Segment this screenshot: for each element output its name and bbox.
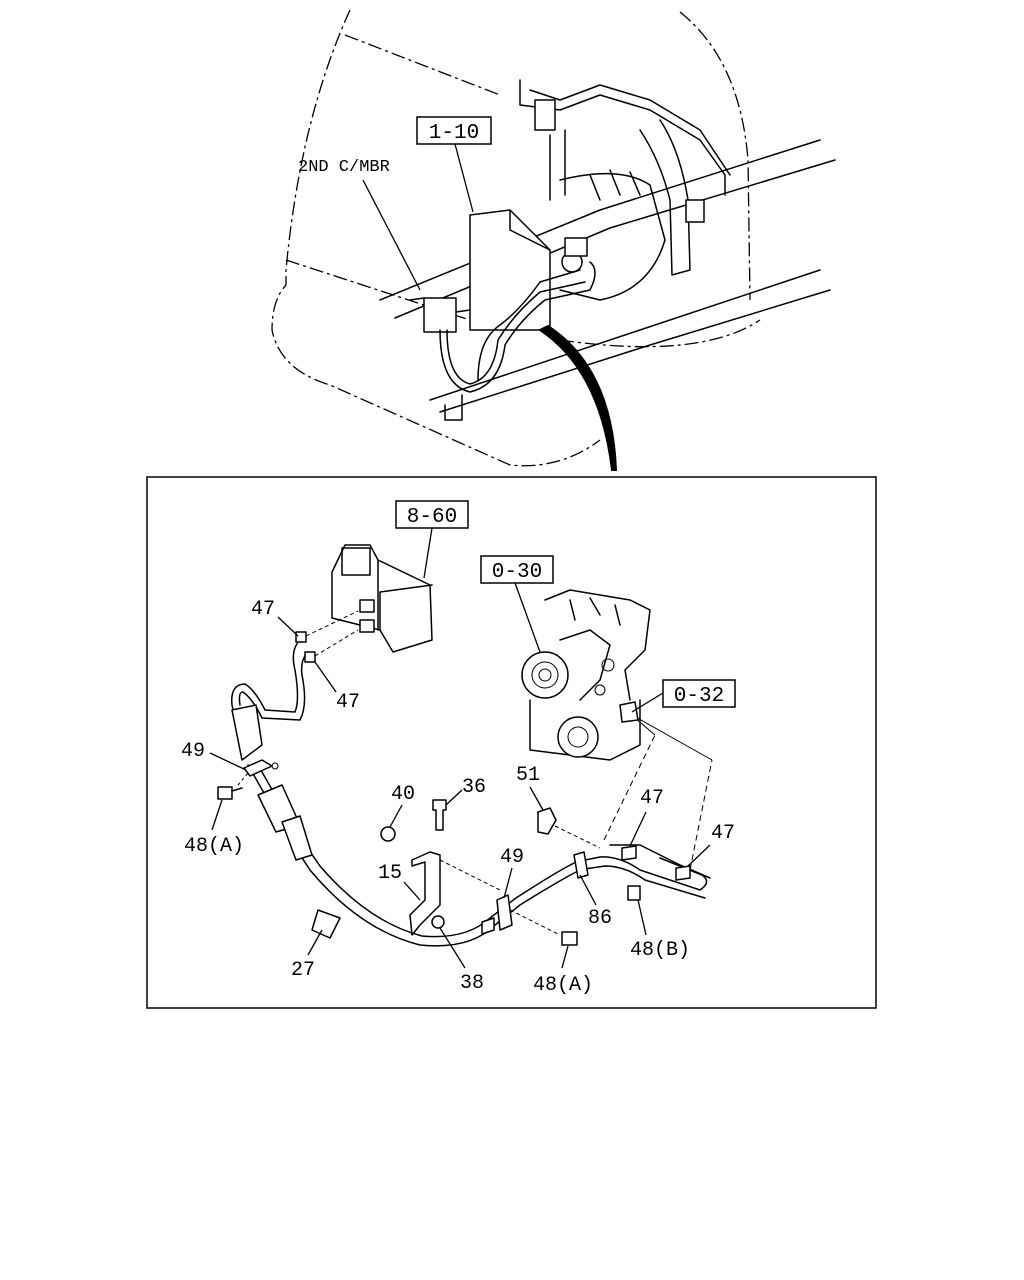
vehicle-overview [271,9,836,471]
ref-box-8-60: 8-60 [395,500,469,579]
callout-86: 86 [588,907,612,930]
detail-drawing [217,544,713,947]
ref-box-0-32: 0-32 [631,679,736,713]
engine-block [521,589,651,761]
callout-38: 38 [460,972,484,995]
callout-49-center: 49 [500,846,524,869]
callout-27: 27 [291,959,315,982]
callout-36: 36 [462,776,486,799]
ref-label-0-32: 0-32 [674,685,724,708]
ref-label-1-10: 1-10 [429,122,479,145]
callout-48a-center: 48(A) [533,974,593,997]
callout-48b: 48(B) [630,939,690,962]
callout-47-upper: 47 [251,598,275,621]
callout-47-lower: 47 [336,691,360,714]
ref-label-0-30: 0-30 [492,561,542,584]
callout-47-right-b: 47 [711,822,735,845]
callout-49-left: 49 [181,740,205,763]
callout-40: 40 [391,783,415,806]
callouts: 47 47 49 48(A) 40 36 51 47 47 15 49 86 4… [181,598,735,997]
ref-box-1-10: 1-10 [416,116,492,145]
callout-15: 15 [378,862,402,885]
ref-label-8-60: 8-60 [407,506,457,529]
callout-48a-left: 48(A) [184,835,244,858]
callout-47-right-a: 47 [640,787,664,810]
detail-frame [146,476,877,1009]
label-2nd-crossmember: 2ND C/MBR [298,158,390,177]
callout-51: 51 [516,764,540,787]
ref-box-0-30: 0-30 [480,555,554,653]
